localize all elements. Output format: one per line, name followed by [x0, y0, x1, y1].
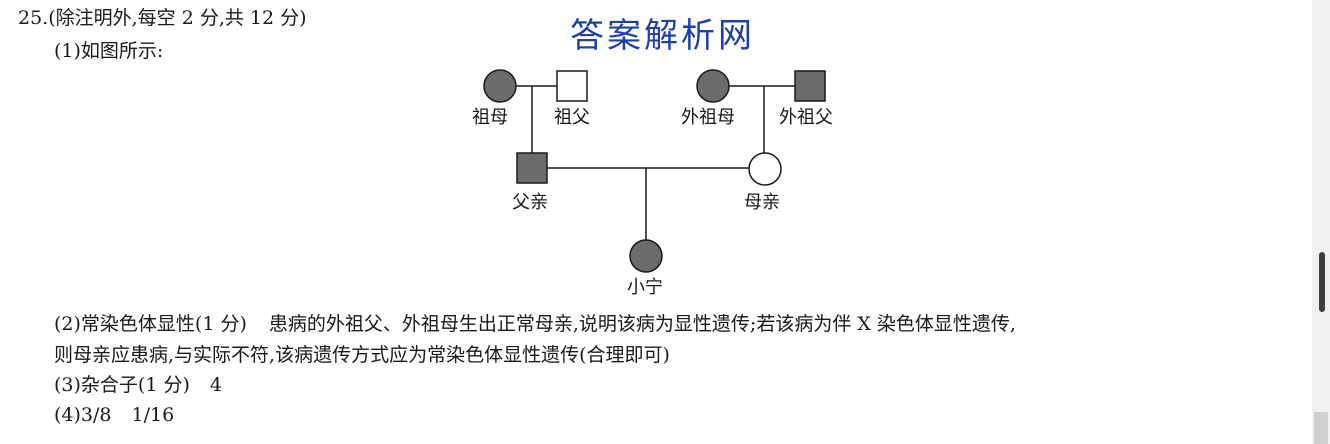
maternal-grandfather-symbol	[794, 70, 826, 102]
pedigree-diagram: 祖母 祖父 外祖母 外祖父 父亲 母亲 小宁	[470, 68, 845, 300]
answer-3-label: (3)杂合子(1 分)	[54, 374, 190, 396]
question-title: 25.(除注明外,每空 2 分,共 12 分)	[18, 7, 307, 29]
label-grandfather: 祖父	[554, 107, 590, 128]
grandfather-symbol	[556, 70, 588, 102]
answer-4-label: (4)3/8	[54, 404, 112, 426]
maternal-grandmother-symbol	[696, 69, 730, 103]
scrollbar-corner	[1314, 412, 1328, 444]
label-grandmother: 祖母	[472, 107, 508, 128]
vertical-scrollbar[interactable]	[1312, 0, 1330, 444]
scrollbar-thumb[interactable]	[1319, 252, 1325, 312]
label-maternal-grandfather: 外祖父	[779, 107, 833, 128]
child-symbol	[629, 239, 663, 273]
mother-symbol	[748, 152, 782, 186]
label-child: 小宁	[627, 277, 663, 298]
answer-3: (3)杂合子(1 分) 4	[54, 373, 222, 397]
answer-4: (4)3/8 1/16	[54, 403, 174, 427]
father-symbol	[516, 152, 548, 184]
answer-4-value: 1/16	[131, 404, 175, 426]
grandmother-symbol	[483, 69, 517, 103]
label-mother: 母亲	[744, 192, 780, 213]
label-maternal-grandmother: 外祖母	[681, 107, 735, 128]
answer-2-reason-2: 则母亲应患病,与实际不符,该病遗传方式应为常染色体显性遗传(合理即可)	[54, 344, 670, 366]
answer-2-line-1: (2)常染色体显性(1 分) 患病的外祖父、外祖母生出正常母亲,说明该病为显性遗传…	[54, 312, 1016, 336]
answer-1: (1)如图所示:	[54, 40, 164, 62]
label-father: 父亲	[512, 192, 548, 213]
answer-2-result: (2)常染色体显性(1 分)	[54, 313, 247, 335]
answer-3-value: 4	[209, 374, 222, 396]
watermark-logo: 答案解析网	[570, 16, 755, 56]
answer-2-reason-1: 患病的外祖父、外祖母生出正常母亲,说明该病为显性遗传;若该病为伴 X 染色体显性…	[268, 313, 1016, 335]
